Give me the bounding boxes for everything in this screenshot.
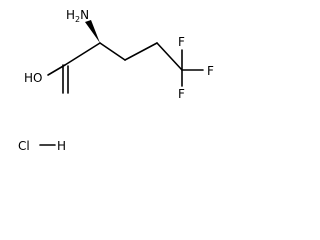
bond-beta-gamma [124,42,158,61]
fluorine-top-label: F [178,35,185,49]
bonds [39,42,204,146]
amine-nitrogen: N [80,8,89,22]
bond-gamma-cf3 [156,42,183,71]
hydrogen-label: H [57,139,66,153]
fluorine-right-label: F [207,64,214,78]
amine-label: H2N [66,8,89,24]
hydroxyl-label: HO [24,71,42,85]
chloride-label: Cl [18,139,30,153]
structure-diagram: H2N HO F F F Cl H [18,8,214,153]
fluorine-bottom-label: F [178,87,185,101]
bond-alpha-beta [99,42,126,61]
amine-hydrogen: H [66,8,75,22]
bond-carboxyl-hydroxyl [47,64,66,76]
wedge-bond-amine [85,20,100,43]
bond-alpha-carboxyl [64,42,101,66]
amine-subscript: 2 [75,15,80,24]
